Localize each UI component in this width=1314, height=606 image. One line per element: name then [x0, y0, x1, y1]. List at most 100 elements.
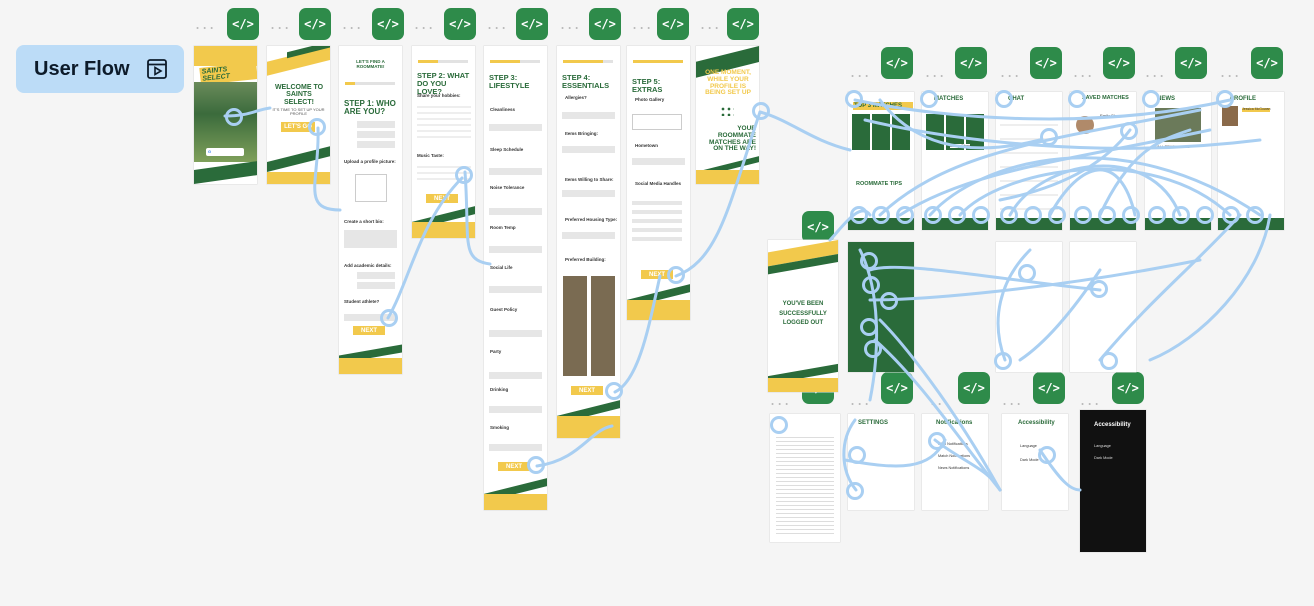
hotspot-node[interactable]: [864, 340, 882, 358]
hotspot-node[interactable]: [995, 90, 1013, 108]
code-icon[interactable]: </>: [299, 8, 331, 40]
hotspot-node[interactable]: [948, 206, 966, 224]
hotspot-node[interactable]: [752, 102, 770, 120]
code-icon[interactable]: </>: [516, 8, 548, 40]
code-icon[interactable]: </>: [657, 8, 689, 40]
hotspot-node[interactable]: [1018, 264, 1036, 282]
screen-step4[interactable]: STEP 4: ESSENTIALS Allergies? Items Brin…: [557, 46, 620, 438]
hotspot-node[interactable]: [1216, 90, 1234, 108]
hotspot-node[interactable]: [455, 166, 473, 184]
hotspot-node[interactable]: [1024, 206, 1042, 224]
hotspot-node[interactable]: [846, 482, 864, 500]
code-icon[interactable]: </>: [955, 47, 987, 79]
hotspot-node[interactable]: [994, 352, 1012, 370]
hotspot-node[interactable]: [1074, 206, 1092, 224]
screen-accessibility[interactable]: Accessibility Language Dark Mode: [1002, 414, 1068, 510]
hotspot-node[interactable]: [860, 252, 878, 270]
hotspot-node[interactable]: [920, 90, 938, 108]
code-icon[interactable]: </>: [589, 8, 621, 40]
next-button[interactable]: NEXT: [353, 326, 385, 335]
code-icon[interactable]: </>: [444, 8, 476, 40]
screen-match-detail[interactable]: [1070, 242, 1136, 372]
hotspot-node[interactable]: [225, 108, 243, 126]
next-button[interactable]: NEXT: [498, 462, 530, 471]
hotspot-node[interactable]: [928, 432, 946, 450]
code-icon[interactable]: </>: [1103, 47, 1135, 79]
code-icon[interactable]: </>: [958, 372, 990, 404]
hotspot-node[interactable]: [1222, 206, 1240, 224]
hotspot-node[interactable]: [667, 266, 685, 284]
user-flow-label[interactable]: User Flow: [16, 45, 184, 93]
screen-step2[interactable]: STEP 2: WHAT DO YOU LOVE? Share your hob…: [412, 46, 475, 238]
accessibility-item[interactable]: Language: [1020, 444, 1037, 448]
code-icon[interactable]: </>: [881, 47, 913, 79]
screen-notifications[interactable]: Notifications Chat Notifications Match N…: [922, 414, 988, 510]
hotspot-node[interactable]: [1196, 206, 1214, 224]
hotspot-node[interactable]: [1148, 206, 1166, 224]
code-icon[interactable]: </>: [881, 372, 913, 404]
code-icon[interactable]: </>: [227, 8, 259, 40]
hotspot-node[interactable]: [896, 206, 914, 224]
hotspot-node[interactable]: [880, 292, 898, 310]
photo-gallery-slots[interactable]: [632, 114, 682, 130]
hobbies-checklist[interactable]: [417, 102, 471, 142]
hotspot-node[interactable]: [860, 318, 878, 336]
hotspot-node[interactable]: [1098, 206, 1116, 224]
hotspot-node[interactable]: [1038, 446, 1056, 464]
hotspot-node[interactable]: [972, 206, 990, 224]
notification-item[interactable]: Match Notifications: [938, 454, 971, 458]
play-frame-icon[interactable]: [146, 58, 168, 80]
hotspot-node[interactable]: [1048, 206, 1066, 224]
google-signin-button[interactable]: G: [206, 148, 244, 156]
chat-list[interactable]: [1000, 112, 1058, 212]
hotspot-node[interactable]: [850, 206, 868, 224]
screen-accessibility-dark[interactable]: Accessibility Language Dark Mode: [1080, 410, 1146, 552]
social-handles-list[interactable]: [632, 196, 682, 246]
hotspot-node[interactable]: [1122, 206, 1140, 224]
next-button[interactable]: NEXT: [426, 194, 458, 203]
upload-dropzone[interactable]: [355, 174, 387, 202]
code-icon[interactable]: </>: [1175, 47, 1207, 79]
code-icon[interactable]: </>: [1251, 47, 1283, 79]
screen-setup[interactable]: ONE MOMENT, WHILE YOUR PROFILE IS BEING …: [696, 46, 759, 184]
hotspot-node[interactable]: [605, 382, 623, 400]
hotspot-node[interactable]: [872, 206, 890, 224]
building-photo-grid[interactable]: [563, 276, 615, 376]
screen-about[interactable]: [770, 414, 840, 542]
hotspot-node[interactable]: [1142, 90, 1160, 108]
code-icon[interactable]: </>: [372, 8, 404, 40]
screen-logout[interactable]: YOU'VE BEEN SUCCESSFULLY LOGGED OUT: [768, 240, 838, 392]
hotspot-node[interactable]: [845, 90, 863, 108]
hotspot-node[interactable]: [380, 309, 398, 327]
code-icon[interactable]: </>: [802, 211, 834, 243]
code-icon[interactable]: </>: [1033, 372, 1065, 404]
next-button[interactable]: NEXT: [571, 386, 603, 395]
hotspot-node[interactable]: [1068, 90, 1086, 108]
accessibility-item[interactable]: Dark Mode: [1094, 456, 1113, 460]
notification-item[interactable]: News Notifications: [938, 466, 970, 470]
hotspot-node[interactable]: [1000, 206, 1018, 224]
hotspot-node[interactable]: [1120, 122, 1138, 140]
accessibility-item[interactable]: Language: [1094, 444, 1111, 448]
accessibility-item[interactable]: Dark Mode: [1020, 458, 1039, 462]
hotspot-node[interactable]: [848, 446, 866, 464]
lets-go-button[interactable]: LET'S GO: [281, 122, 315, 132]
code-icon[interactable]: </>: [727, 8, 759, 40]
hotspot-node[interactable]: [1172, 206, 1190, 224]
hotspot-node[interactable]: [308, 118, 326, 136]
hotspot-node[interactable]: [1040, 128, 1058, 146]
code-icon[interactable]: </>: [1112, 372, 1144, 404]
bio-input[interactable]: [344, 230, 397, 248]
hotspot-node[interactable]: [1090, 280, 1108, 298]
hotspot-node[interactable]: [1246, 206, 1264, 224]
screen-step3[interactable]: STEP 3: LIFESTYLE Cleanliness Sleep Sche…: [484, 46, 547, 510]
hotspot-node[interactable]: [862, 276, 880, 294]
code-icon[interactable]: </>: [1030, 47, 1062, 79]
hotspot-node[interactable]: [527, 456, 545, 474]
hotspot-node[interactable]: [770, 416, 788, 434]
screen-welcome[interactable]: WELCOME TO SAINTS SELECT! IT'S TIME TO S…: [267, 46, 330, 184]
match-cards[interactable]: [852, 114, 910, 150]
hotspot-node[interactable]: [1100, 352, 1118, 370]
hotspot-node[interactable]: [924, 206, 942, 224]
